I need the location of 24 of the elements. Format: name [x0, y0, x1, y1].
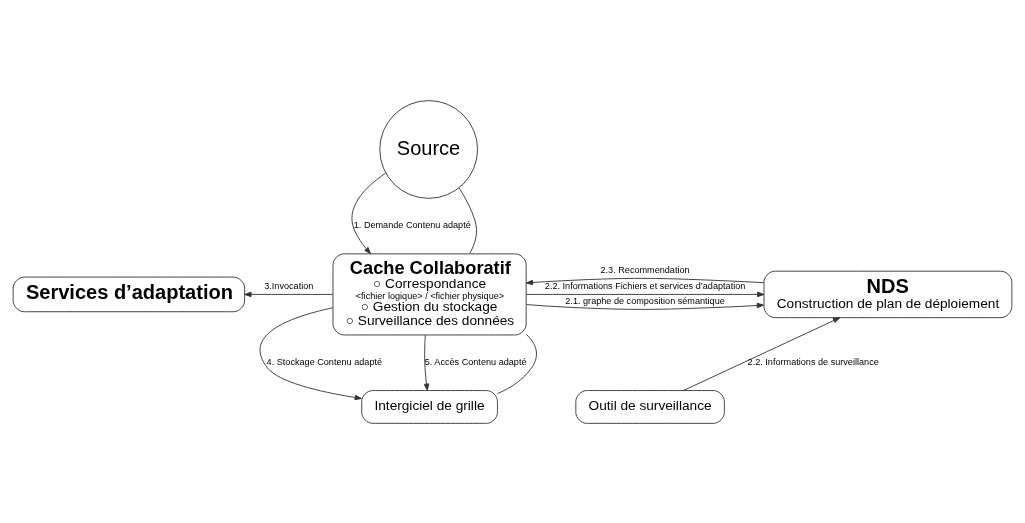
arrow: [683, 316, 841, 391]
arrow: [423, 334, 430, 391]
node-box: NDS Construction de plan de déploiement: [763, 270, 1013, 318]
arrow: [244, 291, 334, 297]
node-box: Services d’adaptation: [12, 276, 246, 312]
edge-label: 2.2. Informations de surveillance: [747, 356, 879, 367]
arrow: [525, 277, 765, 285]
node-box: Cache Collaboratif ○ Correspondance <fichier logique> / <fichier physique> ○ Gestion du stockage ○ Surveillance des données: [332, 252, 527, 335]
connector: [458, 187, 477, 254]
edge-label: 4. Stockage Contenu adapté: [266, 356, 383, 367]
node-box: Intergiciel de grille: [361, 389, 498, 424]
arrow: [259, 306, 362, 400]
edge-label: 1. Demande Contenu adapté: [353, 219, 471, 230]
arrow: [525, 291, 765, 297]
connector: [497, 333, 537, 394]
edge-label: 2.2. Informations Fichiers et services d’adaptation: [544, 280, 746, 291]
edge-label: 2.1. graphe de composition sémantique: [565, 295, 725, 306]
edge-label: 3.Invocation: [264, 280, 314, 291]
arrow: [526, 302, 765, 310]
arrow: [351, 172, 387, 254]
node-box: Outil de surveillance: [575, 389, 725, 424]
edge-label: 2.3. Recommendation: [600, 264, 690, 275]
node-circle: Source: [379, 99, 478, 199]
edge-label: 5. Accès Contenu adapté: [424, 356, 527, 367]
